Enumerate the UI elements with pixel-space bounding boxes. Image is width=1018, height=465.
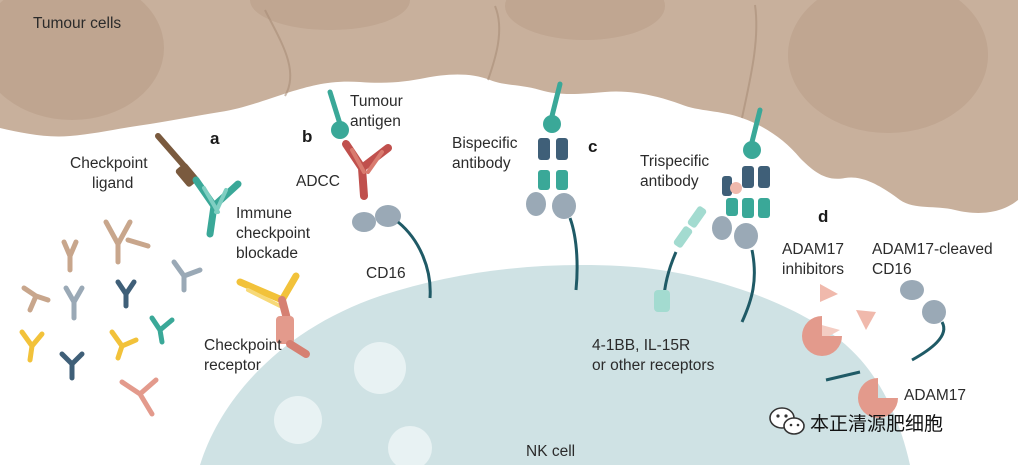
nk-cell-body: [200, 265, 910, 465]
tumour-cell-border: [487, 5, 501, 81]
label-receptors-1: 4-1BB, IL-15R: [592, 337, 690, 354]
label-bispecific-1: Bispecific: [452, 135, 518, 152]
antibody-free: [103, 219, 133, 265]
free-antibodies: [19, 219, 203, 417]
label-tumour-antigen-2: antigen: [350, 113, 401, 130]
cd16-receptor: [352, 205, 432, 299]
label-nk-cell: NK cell: [526, 443, 575, 460]
label-cd16: CD16: [366, 265, 406, 282]
antibody-free: [171, 259, 203, 293]
adcc-antibody: [342, 140, 392, 200]
checkpoint-ligand: [155, 133, 199, 187]
antibody-free: [21, 285, 51, 313]
tumour-membrane: [0, 0, 1018, 213]
label-immune-1: Immune: [236, 205, 292, 222]
label-checkpoint-receptor-2: receptor: [204, 357, 261, 374]
nk-vesicle: [274, 396, 322, 444]
tumour-antigen-b: [327, 89, 349, 139]
label-adcc: ADCC: [296, 173, 340, 190]
tumour-nucleus: [0, 0, 164, 120]
antibody-free: [61, 239, 79, 273]
label-adam17: ADAM17: [904, 387, 966, 404]
label-checkpoint-ligand-2: ligand: [92, 175, 133, 192]
antibody-free: [115, 279, 137, 309]
label-tumour-antigen-1: Tumour: [350, 93, 403, 110]
nk-vesicle: [388, 426, 432, 465]
tumour-cells: [0, 0, 1018, 213]
label-adam17-inhibitors-1: ADAM17: [782, 241, 844, 258]
label-adam17-cleaved-1: ADAM17-cleaved: [872, 241, 993, 258]
wechat-icon: [769, 407, 805, 435]
watermark-text: 本正清源肥细胞: [810, 413, 943, 435]
antibody-free: [119, 377, 159, 417]
checkpoint-receptor: [236, 272, 310, 358]
label-immune-2: checkpoint: [236, 225, 311, 242]
panel-label-a: a: [210, 129, 220, 148]
nk-cell: [200, 265, 910, 465]
nk-vesicle: [354, 342, 406, 394]
label-immune-3: blockade: [236, 245, 298, 262]
label-adam17-cleaved-2: CD16: [872, 261, 912, 278]
trispecific-antibody: [712, 107, 770, 323]
tumour-nucleus: [505, 0, 665, 40]
label-checkpoint-ligand-1: Checkpoint: [70, 155, 148, 172]
tumour-nucleus: [788, 0, 988, 133]
label-bispecific-2: antibody: [452, 155, 511, 172]
bispecific-antibody: [526, 81, 579, 291]
adam17-enzyme: [802, 316, 898, 418]
adam17-inhibitors: [818, 284, 876, 340]
co-receptor: [654, 206, 707, 312]
label-tumour-cells: Tumour cells: [33, 15, 121, 32]
panel-label-b: b: [302, 127, 312, 146]
panel-label-d: d: [818, 207, 828, 226]
antibody-free: [19, 329, 45, 363]
antibody-free: [63, 285, 85, 321]
label-trispecific-2: antibody: [640, 173, 699, 190]
label-adam17-inhibitors-2: inhibitors: [782, 261, 844, 278]
label-trispecific-1: Trispecific: [640, 153, 709, 170]
tumour-nucleus: [250, 0, 410, 30]
label-checkpoint-receptor-1: Checkpoint: [204, 337, 282, 354]
antibody-free: [109, 329, 139, 361]
blocking-antibody: [192, 176, 242, 238]
antibody-free: [125, 237, 151, 249]
tumour-cell-border: [264, 9, 292, 97]
antibody-free: [59, 351, 85, 381]
label-receptors-2: or other receptors: [592, 357, 715, 374]
panel-label-c: c: [588, 137, 597, 156]
tumour-cell-border: [741, 4, 758, 119]
antibody-free: [149, 315, 175, 345]
cleaved-cd16: [825, 280, 946, 382]
